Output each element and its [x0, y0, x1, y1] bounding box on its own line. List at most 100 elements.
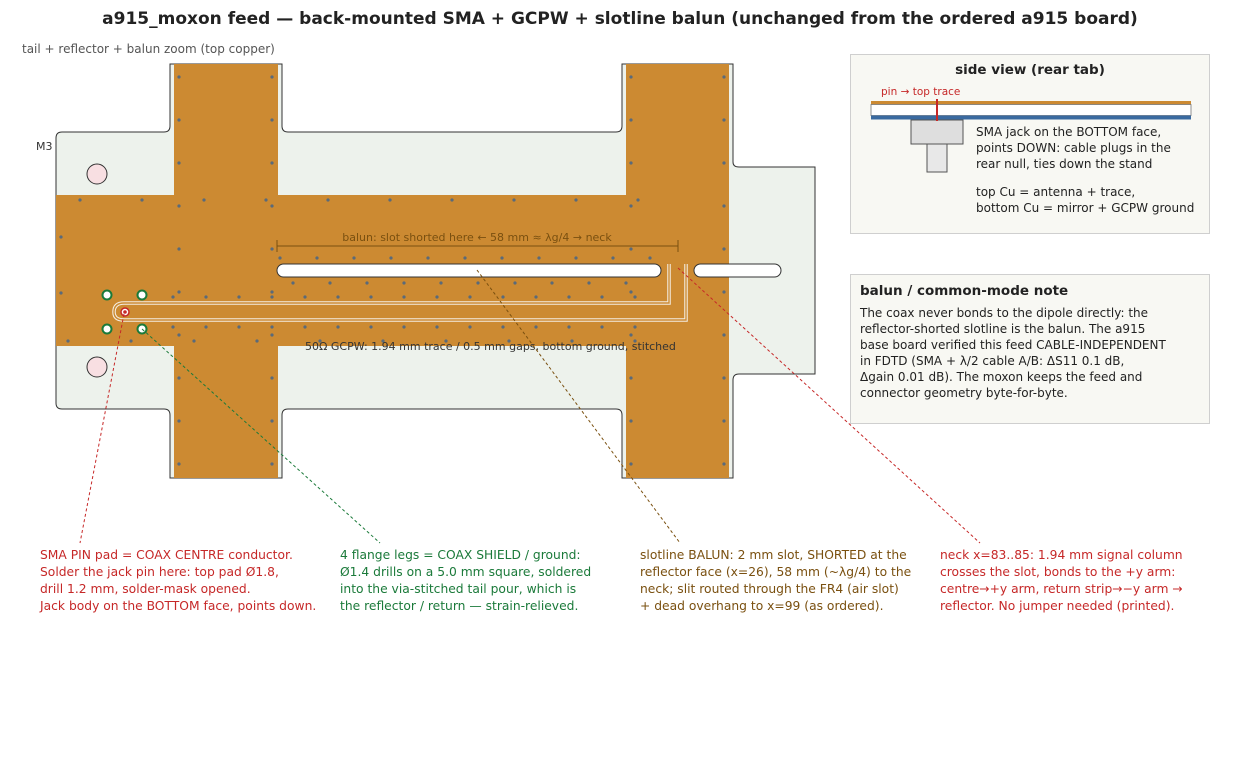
via	[722, 75, 726, 79]
via	[624, 281, 628, 285]
via	[270, 325, 274, 329]
via	[270, 161, 274, 165]
via	[315, 256, 319, 260]
via	[171, 295, 175, 299]
via	[600, 295, 604, 299]
sma-jack-body	[910, 119, 964, 145]
via	[537, 256, 541, 260]
side-view-text-layers: top Cu = antenna + trace, bottom Cu = mi…	[976, 185, 1195, 215]
side-view-panel: side view (rear tab) pin → top trace SMA…	[850, 54, 1210, 234]
via	[629, 204, 633, 208]
via	[439, 281, 443, 285]
via	[629, 333, 633, 337]
via	[255, 339, 259, 343]
via	[177, 419, 181, 423]
via	[59, 291, 63, 295]
via	[435, 325, 439, 329]
fr4-layer	[870, 104, 1192, 116]
balun-slot	[276, 263, 662, 278]
via	[512, 198, 516, 202]
via	[202, 198, 206, 202]
via	[270, 75, 274, 79]
side-view-title: side view (rear tab)	[955, 62, 1105, 78]
via	[177, 462, 181, 466]
via	[722, 333, 726, 337]
via	[468, 325, 472, 329]
top-copper-layer	[871, 101, 1191, 105]
flange-leg-1	[101, 289, 113, 301]
via	[633, 339, 637, 343]
via	[336, 295, 340, 299]
via	[501, 295, 505, 299]
via	[587, 281, 591, 285]
via	[722, 290, 726, 294]
via	[722, 204, 726, 208]
via	[629, 419, 633, 423]
via	[270, 419, 274, 423]
flange-leg-3	[101, 323, 113, 335]
via	[177, 290, 181, 294]
via	[388, 198, 392, 202]
leader-balun	[476, 269, 681, 544]
leader-neck	[677, 267, 981, 544]
via	[550, 281, 554, 285]
via	[129, 339, 133, 343]
pin-label: pin → top trace	[881, 86, 960, 98]
side-view-drawing: pin → top trace	[870, 86, 1192, 173]
via	[177, 161, 181, 165]
via	[171, 325, 175, 329]
sma-pin-drill	[123, 310, 127, 314]
via	[567, 295, 571, 299]
via	[389, 256, 393, 260]
via	[500, 256, 504, 260]
via	[600, 325, 604, 329]
dead-overhang-slot	[693, 263, 782, 278]
via	[534, 325, 538, 329]
via	[507, 339, 511, 343]
gcpw-label: 50Ω GCPW: 1.94 mm trace / 0.5 mm gaps, b…	[305, 340, 676, 353]
via	[636, 198, 640, 202]
callout-slotline-balun: slotline BALUN: 2 mm slot, SHORTED at th…	[640, 548, 912, 613]
via	[270, 118, 274, 122]
via	[270, 376, 274, 380]
via	[303, 325, 307, 329]
via	[177, 204, 181, 208]
via	[513, 281, 517, 285]
via	[629, 376, 633, 380]
via	[291, 281, 295, 285]
via	[722, 247, 726, 251]
via	[270, 290, 274, 294]
diagram-subtitle: tail + reflector + balun zoom (top coppe…	[22, 42, 275, 56]
via	[722, 376, 726, 380]
leader-pin	[79, 313, 125, 544]
via	[435, 295, 439, 299]
via	[426, 256, 430, 260]
via	[270, 295, 274, 299]
via	[278, 256, 282, 260]
via	[204, 295, 208, 299]
via	[534, 295, 538, 299]
via	[574, 256, 578, 260]
via	[722, 161, 726, 165]
via	[66, 339, 70, 343]
via	[177, 247, 181, 251]
via	[629, 290, 633, 294]
via	[629, 161, 633, 165]
via	[59, 235, 63, 239]
callout-sma-pin: SMA PIN pad = COAX CENTRE conductor. Sol…	[40, 548, 317, 613]
m3-label: M3	[36, 140, 53, 153]
balun-dimension-label: balun: slot shorted here ← 58 mm ≈ λg/4 …	[342, 231, 612, 244]
via	[629, 462, 633, 466]
balun-note-panel: balun / common-mode note The coax never …	[850, 274, 1210, 424]
callout-coax-shield: 4 flange legs = COAX SHIELD / ground: Ø1…	[340, 548, 592, 613]
leader-shield	[141, 328, 381, 544]
flange-leg-2	[136, 289, 148, 301]
via	[501, 325, 505, 329]
via	[264, 198, 268, 202]
via	[336, 325, 340, 329]
side-view-text-jack: SMA jack on the BOTTOM face, points DOWN…	[976, 125, 1171, 171]
via	[574, 198, 578, 202]
via	[270, 333, 274, 337]
via	[204, 325, 208, 329]
